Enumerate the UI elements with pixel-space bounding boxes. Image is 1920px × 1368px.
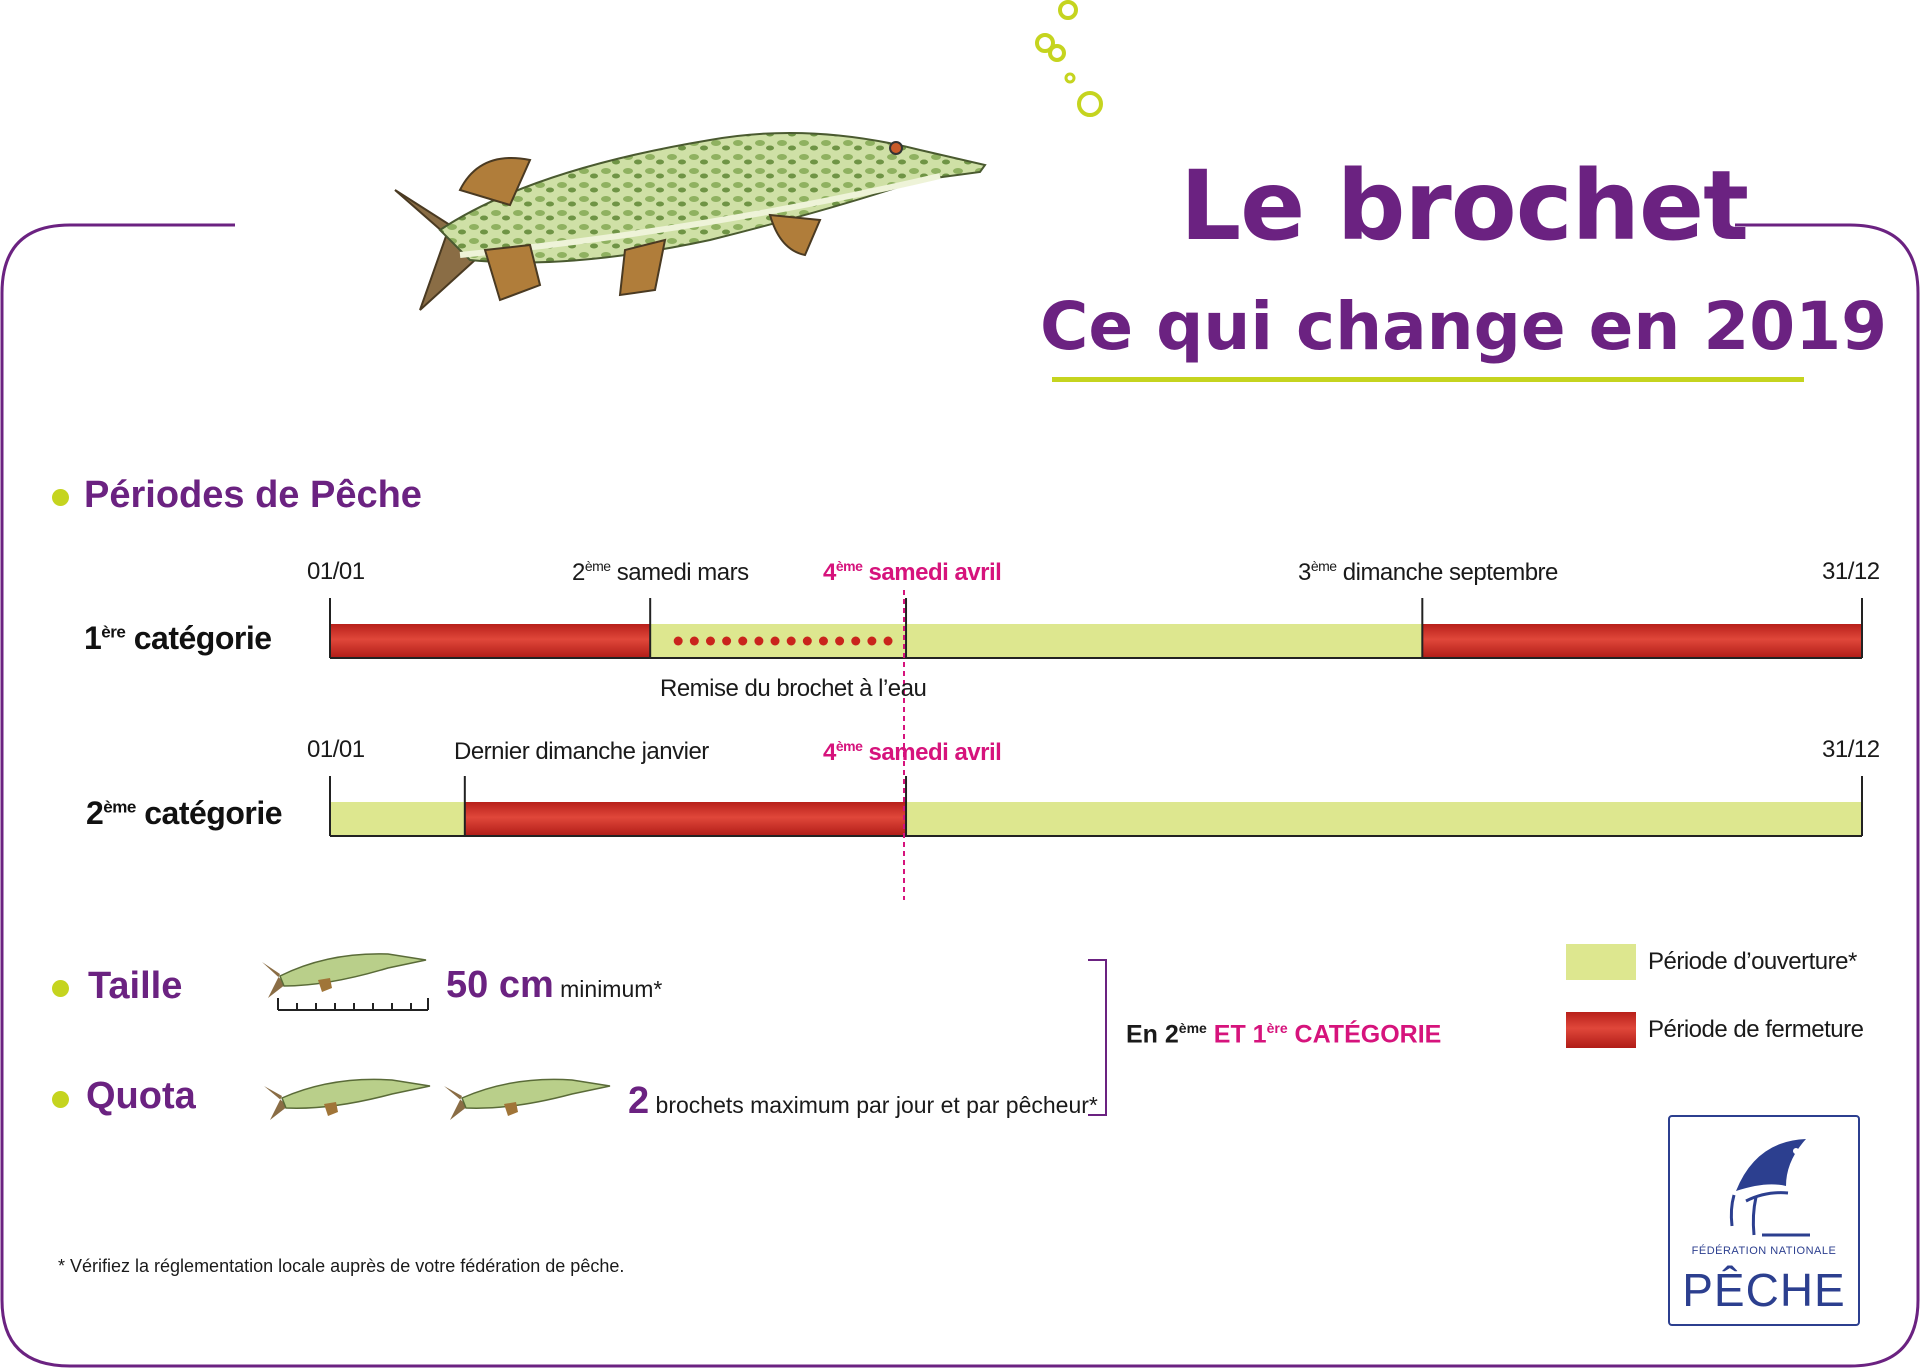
logo-subtext: FÉDÉRATION NATIONALE (1691, 1245, 1837, 1257)
row2-marker-janvier: Dernier dimanche janvier (454, 738, 709, 765)
release-dot (835, 636, 845, 646)
row1-marker-mars: 2ème samedi mars (572, 558, 749, 586)
bullet-periodes (52, 489, 69, 506)
page-subtitle: Ce qui change en 2019 (1040, 288, 1888, 365)
legend-closed-label: Période de fermeture (1648, 1016, 1864, 1043)
release-dot (867, 636, 877, 646)
row1-marker-avril: 4ème samedi avril (823, 558, 1002, 586)
fish-logo-icon (1729, 1139, 1810, 1237)
release-dot (738, 636, 748, 646)
row1-end-label: 31/12 (1822, 558, 1880, 585)
pike-ruler-icon (262, 953, 429, 1011)
row1-release-note: Remise du brochet à l’eau (660, 675, 927, 702)
row2-segment-open (906, 802, 1862, 836)
release-dot (818, 636, 828, 646)
pike-pair-icon (264, 1078, 611, 1120)
row1-segment-closed (330, 624, 651, 658)
release-dot (689, 636, 699, 646)
row2-end-label: 31/12 (1822, 736, 1880, 763)
release-dot (705, 636, 715, 646)
section-taille: Taille (88, 965, 183, 1007)
release-dot (722, 636, 732, 646)
legend-closed-swatch (1566, 1012, 1636, 1048)
federation-logo: FÉDÉRATION NATIONALE PÊCHE (1668, 1115, 1860, 1326)
taille-value: 50 cm minimum* (446, 964, 663, 1006)
row1-category-label: 1ère catégorie (84, 620, 272, 656)
section-periodes: Périodes de Pêche (84, 474, 422, 516)
row2-start-label: 01/01 (307, 736, 365, 763)
release-dot (883, 636, 893, 646)
legend-open-swatch (1566, 944, 1636, 980)
row1-segment-open (906, 624, 1423, 658)
logo-wordmark: PÊCHE (1682, 1264, 1846, 1316)
row2-category-label: 2ème catégorie (86, 795, 283, 831)
release-dot (802, 636, 812, 646)
row1-segment-closed (1422, 624, 1862, 658)
legend-open-label: Période d’ouverture* (1648, 948, 1857, 975)
bubbles-icon (1035, 0, 1103, 117)
release-dot (770, 636, 780, 646)
row2-marker-avril: 4ème samedi avril (823, 738, 1002, 766)
row2-segment-open (330, 802, 465, 836)
pike-illustration (394, 131, 987, 311)
release-dot (754, 636, 764, 646)
release-dot (851, 636, 861, 646)
release-dot (786, 636, 796, 646)
row1-marker-septembre: 3ème dimanche septembre (1298, 558, 1558, 586)
release-dot (673, 636, 683, 646)
row1-start-label: 01/01 (307, 558, 365, 585)
section-quota: Quota (86, 1075, 196, 1117)
bracket-category-label: En 2ème ET 1ère CATÉGORIE (1126, 1020, 1442, 1049)
title-underline (1052, 377, 1804, 382)
bullet-taille (52, 980, 69, 997)
bracket-shape (1088, 959, 1107, 1116)
bullet-quota (52, 1091, 69, 1108)
page-title: Le brochet (1180, 150, 1749, 262)
footnote: * Vérifiez la réglementation locale aupr… (58, 1256, 625, 1276)
ruler-icon (277, 998, 429, 1011)
quota-value: 2 brochets maximum par jour et par pêche… (628, 1080, 1098, 1122)
row2-segment-closed (464, 802, 907, 836)
